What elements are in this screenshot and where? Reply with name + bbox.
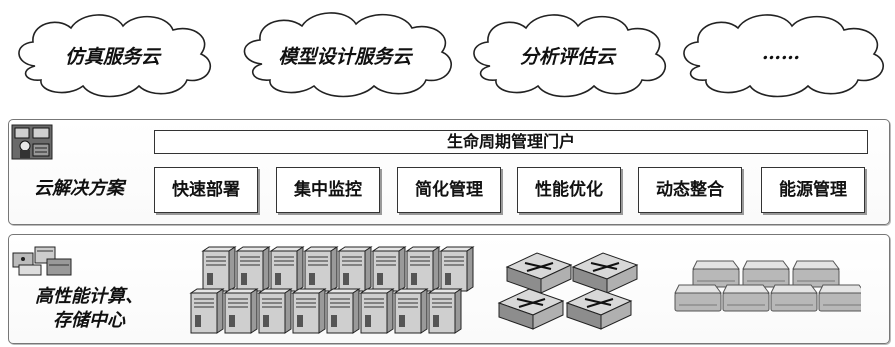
server-icon <box>325 288 361 334</box>
cloud-solution-panel: 云解决方案 生命周期管理门户 快速部署 集中监控 简化管理 性能优化 动态整合 … <box>8 119 890 225</box>
server-icon <box>371 246 407 292</box>
cloud-model-design-service: 模型设计服务云 <box>230 6 460 104</box>
cloud-label: …… <box>762 42 800 64</box>
server-rack-group <box>189 246 475 334</box>
storage-disk-icon <box>818 284 861 312</box>
cloud-analysis-evaluation: 分析评估云 <box>460 6 675 104</box>
server-icon <box>291 288 327 334</box>
server-icon <box>393 288 429 334</box>
server-icon <box>189 288 225 334</box>
module-central-monitoring[interactable]: 集中监控 <box>276 167 380 213</box>
solution-label: 云解决方案 <box>34 178 124 199</box>
storage-disk-icon <box>692 260 740 288</box>
hardware-cluster-icon <box>11 239 73 283</box>
server-icon <box>257 288 293 334</box>
server-icon <box>201 246 237 292</box>
lifecycle-portal[interactable]: 生命周期管理门户 <box>154 130 868 154</box>
server-icon <box>439 246 475 292</box>
cloud-label: 模型设计服务云 <box>278 46 412 68</box>
datacenter-label-line2: 存储中心 <box>53 310 125 331</box>
network-switch-group <box>497 252 639 330</box>
server-icon <box>337 246 373 292</box>
operator-console-icon <box>11 124 53 164</box>
module-performance-optimization[interactable]: 性能优化 <box>517 167 621 213</box>
datacenter-label-line1: 高性能计算、 <box>35 286 143 307</box>
server-icon <box>303 246 339 292</box>
cloud-simulation-service: 仿真服务云 <box>5 6 220 104</box>
server-icon <box>427 288 463 334</box>
module-energy-management[interactable]: 能源管理 <box>761 167 865 213</box>
server-icon <box>235 246 271 292</box>
network-switch-icon <box>571 252 639 294</box>
storage-disk-icon <box>722 284 770 312</box>
datacenter-label: 高性能计算、 存储中心 <box>29 285 149 333</box>
server-icon <box>269 246 305 292</box>
network-switch-icon <box>565 288 633 330</box>
storage-disk-icon <box>792 260 840 288</box>
storage-disk-icon <box>674 284 722 312</box>
cloud-label: 仿真服务云 <box>64 46 160 68</box>
module-simplified-management[interactable]: 简化管理 <box>397 167 501 213</box>
network-switch-icon <box>497 288 565 330</box>
hpc-storage-panel: 高性能计算、 存储中心 <box>8 234 890 344</box>
server-icon <box>359 288 395 334</box>
cloud-label: 分析评估云 <box>519 46 615 68</box>
storage-disk-icon <box>742 260 790 288</box>
module-rapid-deployment[interactable]: 快速部署 <box>154 167 258 213</box>
server-icon <box>223 288 259 334</box>
module-dynamic-consolidation[interactable]: 动态整合 <box>638 167 742 213</box>
network-switch-icon <box>505 252 573 294</box>
storage-disk-icon <box>770 284 818 312</box>
cloud-ellipsis: …… <box>670 6 892 104</box>
storage-array-group <box>674 260 861 312</box>
server-icon <box>405 246 441 292</box>
